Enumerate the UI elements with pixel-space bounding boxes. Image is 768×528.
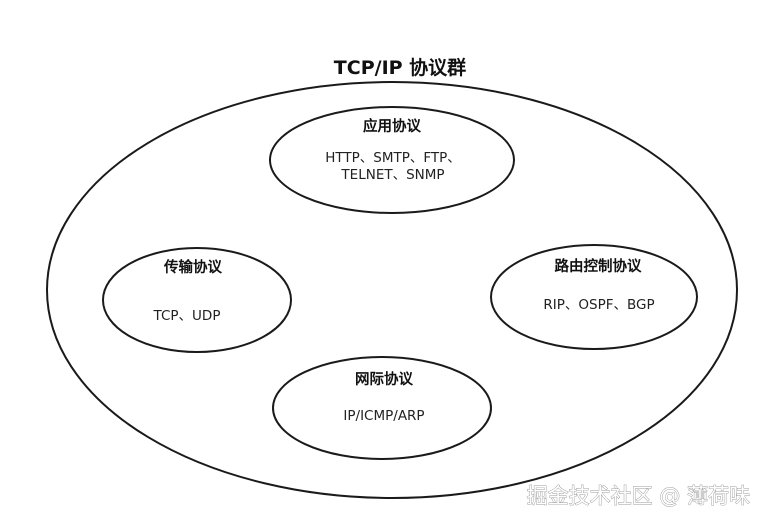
node-routing-line: RIP、OSPF、BGP bbox=[543, 297, 654, 313]
node-internet-title: 网际协议 bbox=[355, 370, 413, 388]
node-transport-ellipse bbox=[102, 247, 292, 353]
node-application-line: TELNET、SNMP bbox=[340, 167, 444, 183]
node-internet-line: IP/ICMP/ARP bbox=[343, 408, 424, 424]
node-transport-title: 传输协议 bbox=[163, 258, 222, 276]
node-internet: 网际协议 IP/ICMP/ARP bbox=[272, 356, 492, 460]
node-transport-line: TCP、UDP bbox=[153, 308, 221, 324]
node-application-ellipse bbox=[269, 106, 515, 214]
node-transport: 传输协议 TCP、UDP bbox=[102, 247, 292, 353]
node-routing: 路由控制协议 RIP、OSPF、BGP bbox=[490, 244, 698, 350]
protocol-suite-ellipse bbox=[46, 81, 738, 499]
node-application-line: HTTP、SMTP、FTP、 bbox=[325, 150, 461, 166]
node-application: 应用协议 HTTP、SMTP、FTP、 TELNET、SNMP bbox=[269, 106, 515, 214]
node-application-title: 应用协议 bbox=[363, 117, 421, 135]
node-routing-ellipse bbox=[490, 244, 698, 350]
node-internet-ellipse bbox=[272, 356, 492, 460]
diagram-title: TCP/IP 协议群 bbox=[334, 56, 466, 79]
node-routing-title: 路由控制协议 bbox=[555, 257, 642, 275]
watermark: 掘金技术社区 @ 薄荷味 bbox=[527, 484, 750, 508]
